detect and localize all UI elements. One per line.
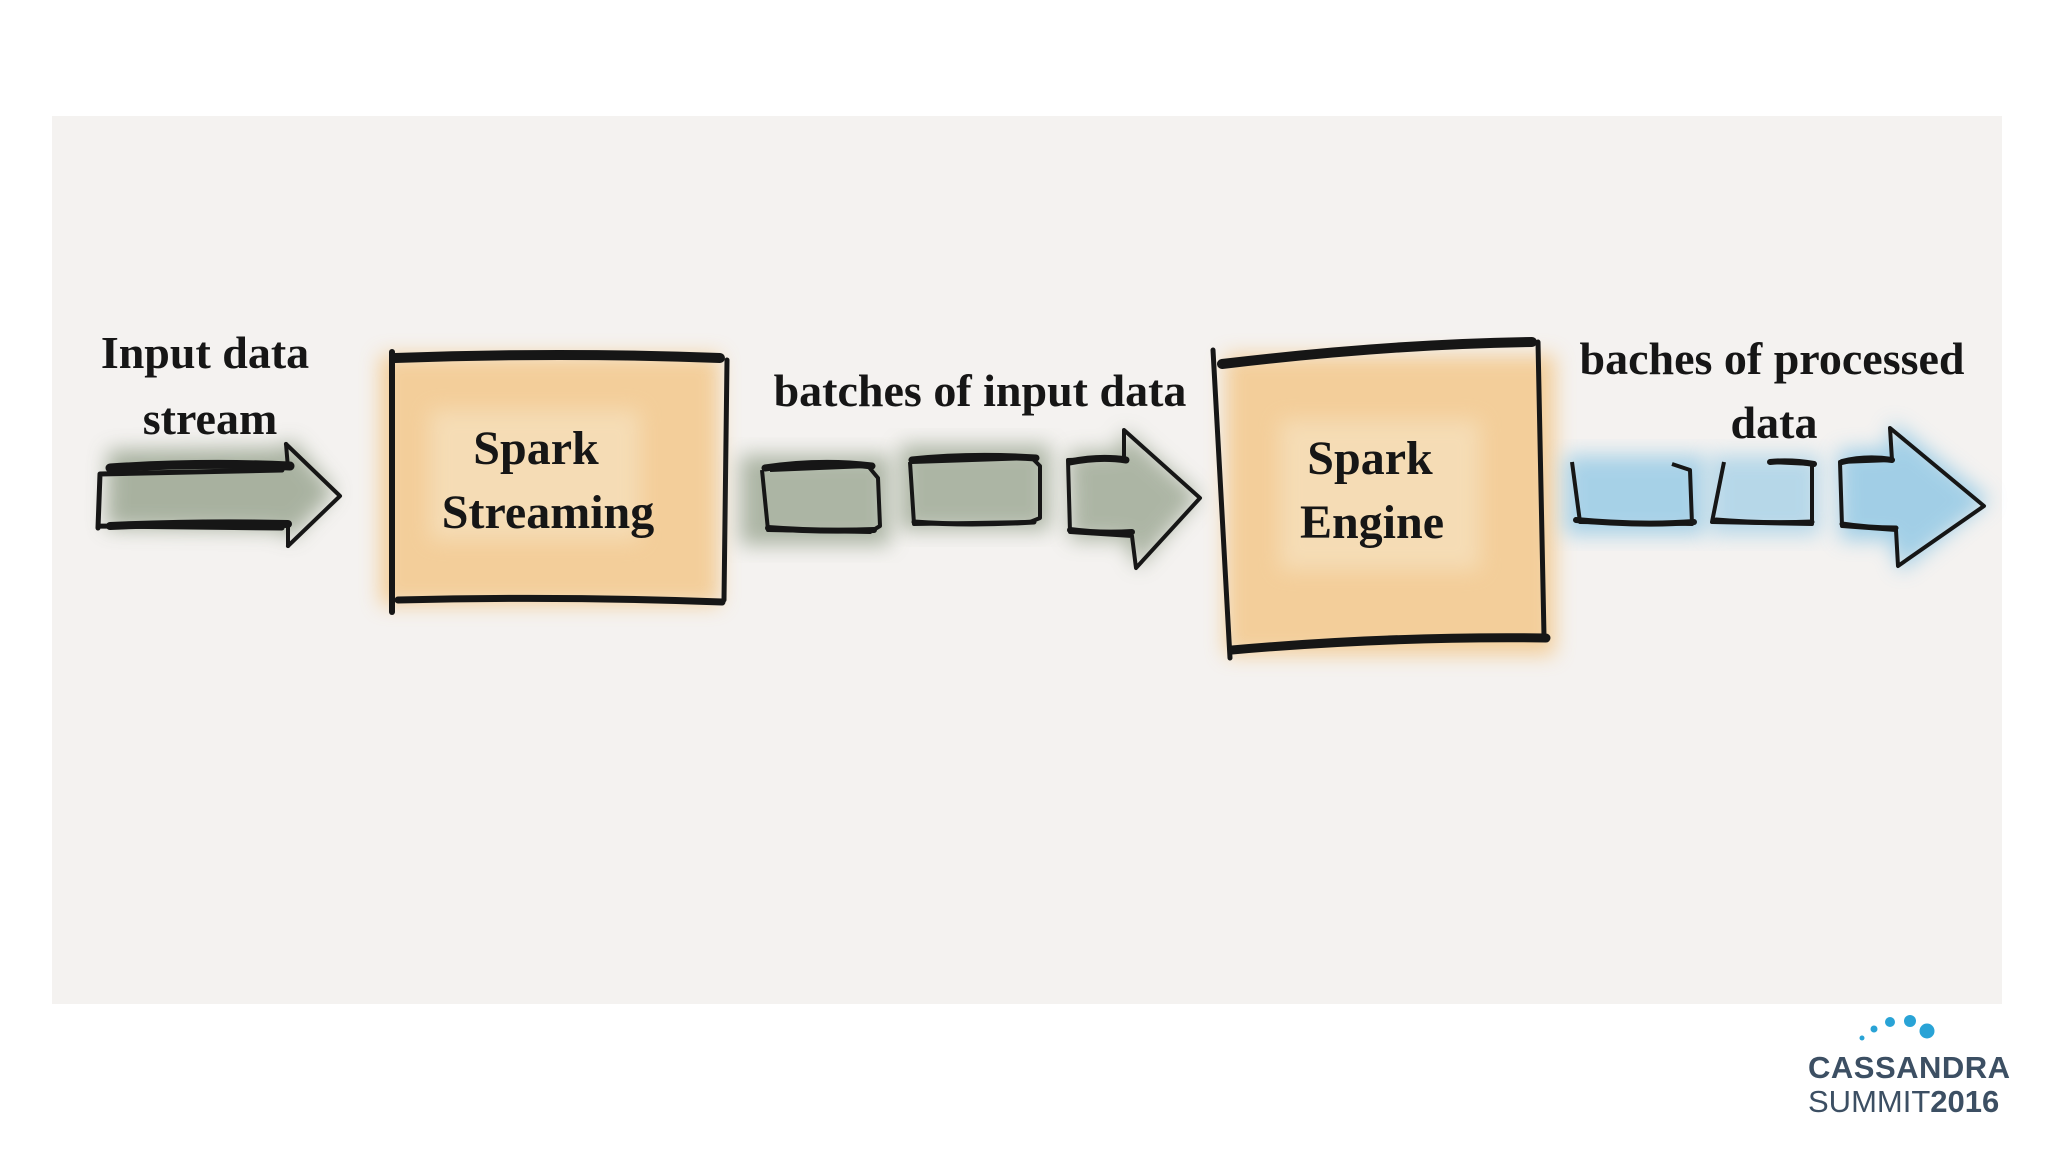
cassandra-summit-logo: CASSANDRA SUMMIT2016 [1800, 1004, 2020, 1124]
logo-dots-icon [1859, 1015, 1935, 1041]
logo-wordmark-line2: SUMMIT2016 [1808, 1086, 1999, 1117]
output-stream-arrow [1838, 422, 1990, 572]
batches-input-label: batches of input data [774, 365, 1187, 416]
input-stream-label-line2: stream [143, 393, 278, 444]
spark-engine-label-line1: Spark [1307, 432, 1433, 485]
batches-processed-label-line1: baches of processed [1579, 333, 1964, 384]
input-stream-arrow [95, 440, 342, 548]
input-stream-label-line1: Input data [101, 327, 309, 378]
input-batch-arrow [1066, 428, 1202, 570]
logo-summit-text: SUMMIT [1808, 1084, 1931, 1119]
spark-streaming-label-line1: Spark [473, 422, 599, 475]
spark-engine-label-line2: Engine [1300, 496, 1444, 549]
input-batch-1 [740, 455, 890, 545]
logo-wordmark-line1: CASSANDRA [1808, 1050, 2011, 1085]
spark-engine-box [1210, 337, 1555, 661]
output-batch-2 [1710, 455, 1820, 535]
logo-year-text: 2016 [1930, 1084, 2000, 1119]
spark-streaming-label-line2: Streaming [442, 486, 654, 539]
output-batch-1 [1565, 455, 1705, 535]
spark-streaming-box [380, 349, 730, 615]
batches-processed-label-line2: data [1731, 397, 1818, 448]
diagram-panel [52, 116, 2002, 1004]
input-batch-2 [900, 445, 1050, 530]
